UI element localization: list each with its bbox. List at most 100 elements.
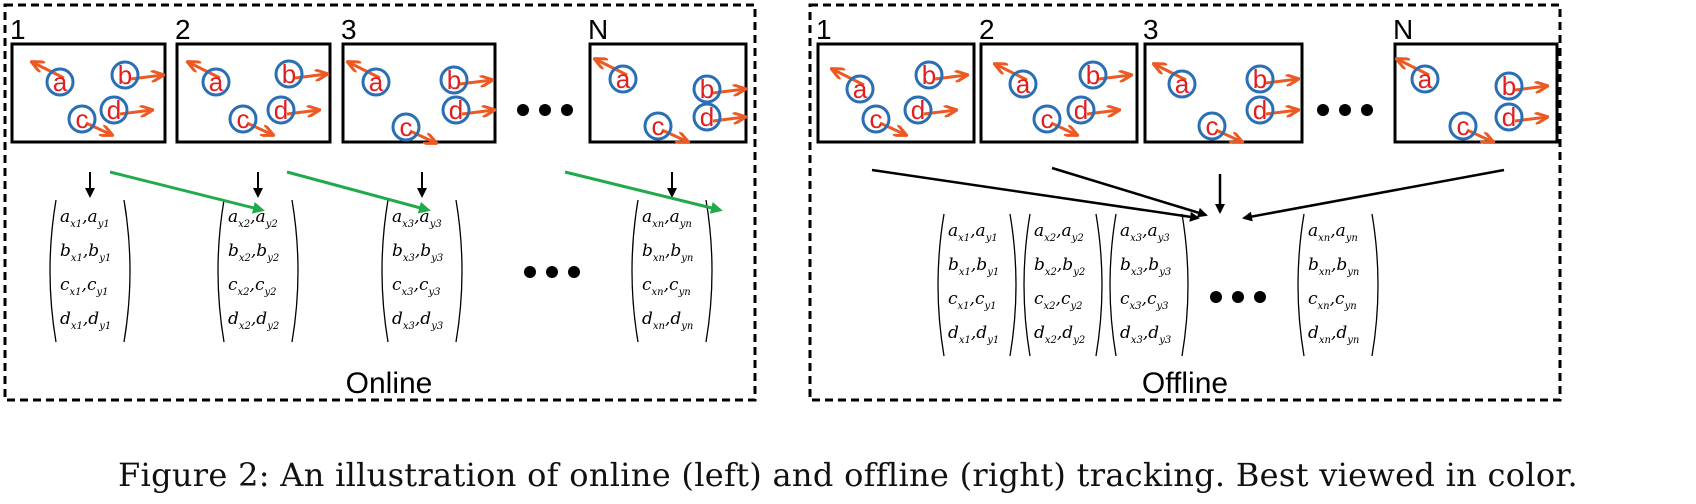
object-circle [692,102,722,132]
ellipsis-dot [524,266,536,278]
matrix-row: cx1,cy1 [948,289,997,312]
matrix-row: ax1,ay1 [948,221,998,244]
ellipsis-dot [546,266,558,278]
object-letter: b [922,60,936,90]
tracked-object: b [1078,60,1131,90]
frame-number-label: 2 [979,14,995,45]
motion-arrow [188,62,221,80]
object-circle [67,104,97,134]
tracked-object: a [595,59,638,94]
motion-arrow [1050,121,1077,135]
object-circle [845,74,875,104]
object-letter: c [400,112,413,142]
tracked-object: a [995,64,1038,99]
object-letter: a [369,67,384,97]
object-letter: c [76,104,89,134]
matrix-row: dx2,dy2 [1034,323,1085,346]
ellipsis-dot [561,104,573,116]
tracked-object: d [903,95,956,125]
object-circle [266,95,296,125]
matrix-right-paren [705,199,713,343]
matrix-row: cxn,cyn [642,275,691,298]
tracked-object: d [692,102,745,132]
motion-arrow [32,62,65,80]
tracked-object: d [99,95,152,125]
tracked-object: c [1032,104,1077,135]
matrix-left-paren [217,199,225,343]
frame-border [10,42,167,144]
tracked-object: d [266,95,319,125]
object-circle [1245,95,1275,125]
tracked-object: b [692,74,745,104]
matrix-row: dx3,dy3 [392,309,443,332]
object-letter: c [1041,104,1054,134]
object-letter: b [118,60,132,90]
ellipsis-dot [1317,104,1329,116]
object-circle [1066,95,1096,125]
tracked-object: b [1245,64,1298,94]
object-circle [1167,69,1197,99]
temporal-update-arrow [286,170,431,214]
object-letter: b [1502,71,1516,101]
object-letter: d [274,95,288,125]
object-letter: b [1086,60,1100,90]
matrix-left-paren [1109,213,1117,357]
ellipsis-dot [1210,291,1222,303]
object-circle [391,112,421,142]
matrix-row: bx1,by1 [60,241,111,264]
object-circle [608,64,638,94]
matrix-right-paren [123,199,131,343]
tracked-object: c [1448,111,1493,142]
matrix-left-paren [631,199,639,343]
tracked-object: d [1494,102,1547,132]
matrix-left-paren [937,213,945,357]
matrices-ellipsis [1210,291,1266,303]
object-letter: c [1206,111,1219,141]
object-letter: c [870,104,883,134]
motion-arrow [879,121,906,135]
tracked-object: a [1397,59,1440,94]
matrix-row: cx2,cy2 [228,275,277,298]
object-letter: b [447,65,461,95]
object-letter: b [1253,64,1267,94]
matrix-row: cx1,cy1 [60,275,109,298]
object-circle [643,111,673,141]
temporal-update-arrow [109,170,265,214]
matrix-row: ax1,ay1 [60,207,110,230]
matrix-row: bxn,byn [642,241,693,264]
matrix-right-paren [291,199,299,343]
motion-arrow [595,59,628,77]
object-circle [45,67,75,97]
tracked-object: a [1154,64,1197,99]
object-letter: d [1074,95,1088,125]
object-circle [1448,111,1478,141]
matrix-right-paren [1009,213,1017,357]
frame-number-label: 2 [175,14,191,45]
tracked-object: a [188,62,231,97]
object-circle [439,65,469,95]
tracked-object: a [832,69,875,104]
batch-association-arrow [1051,166,1208,218]
matrix-right-paren [455,199,463,343]
matrix-row: ax2,ay2 [1034,221,1084,244]
object-letter: d [107,95,121,125]
object-circle [1410,64,1440,94]
object-circle [201,67,231,97]
batch-association-arrow [1242,168,1505,222]
object-letter: d [911,95,925,125]
frame-number-label: 3 [1143,14,1159,45]
motion-arrow [1397,59,1430,77]
motion-arrow [995,64,1028,82]
